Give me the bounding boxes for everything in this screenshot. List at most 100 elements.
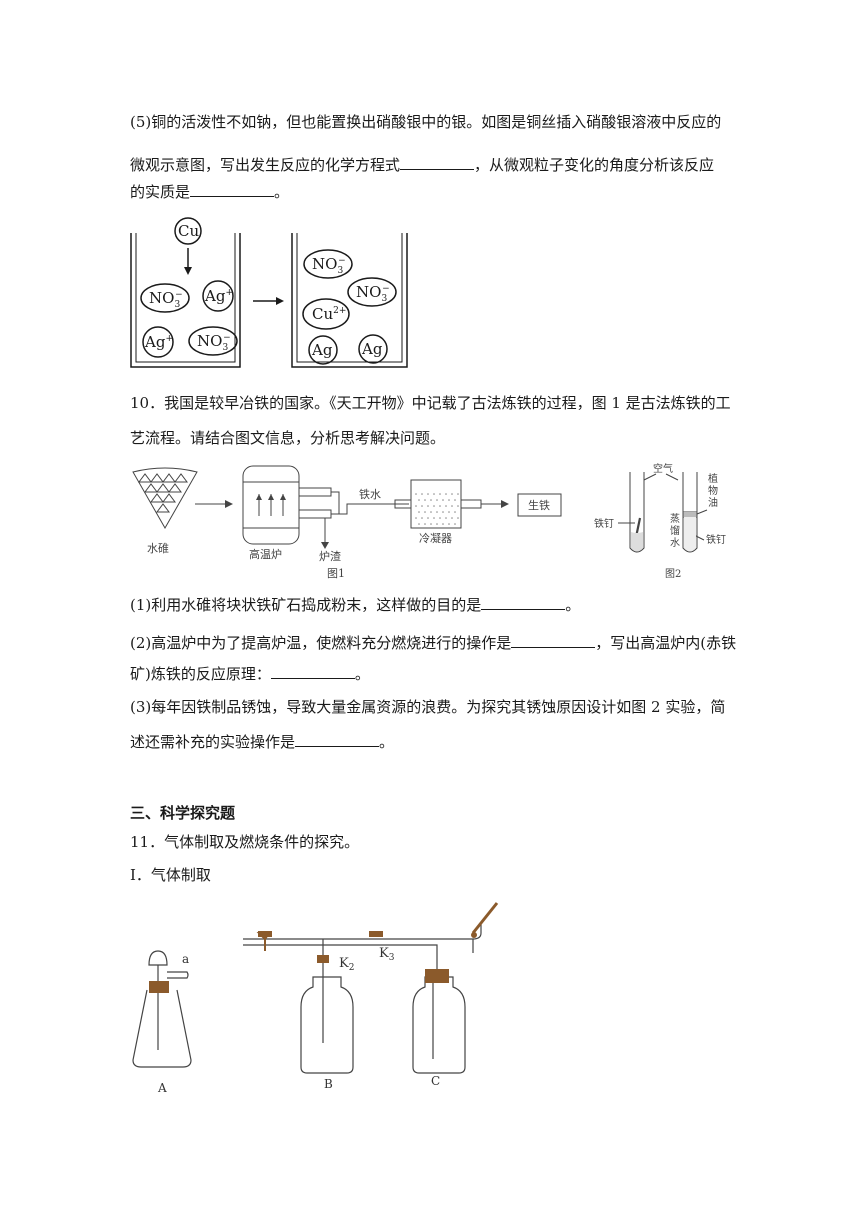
arrow-down-icon xyxy=(184,267,192,275)
q10-intro-line1: 10．我国是较早冶铁的国家。《天工开物》中记载了古法炼铁的过程，图 1 是古法炼… xyxy=(130,394,731,412)
test-tube-left xyxy=(629,472,645,553)
answer-blank-reaction[interactable] xyxy=(270,664,355,679)
flask-a xyxy=(132,989,192,1068)
pig-iron-box xyxy=(517,493,562,517)
q10-sub2-d: 。 xyxy=(354,665,370,683)
q10-sub1-a: (1)利用水碓将块状铁矿石捣成粉末，这样做的目的是 xyxy=(130,596,482,614)
burning-stick-icon xyxy=(471,902,499,934)
oil-label: 物 xyxy=(708,484,718,497)
q10-sub3-line2: 述还需补充的实验操作是 。 xyxy=(130,732,394,752)
air-label: 空气 xyxy=(653,462,673,475)
q11-title: 11．气体制取及燃烧条件的探究。 xyxy=(130,833,360,851)
nitrate-ion xyxy=(188,326,238,356)
condenser-label: 冷凝器 xyxy=(419,531,452,545)
ag-ion-label: Ag+ xyxy=(144,333,173,351)
cu-label: Cu xyxy=(178,222,199,240)
gas-apparatus-diagram: a K2 K3 A B C xyxy=(132,902,499,1095)
label-a-small: a xyxy=(182,952,189,966)
rust-experiment-diagram: 空气 植 物 油 蒸 馏 水 铁钉 铁钉 图2 xyxy=(594,462,726,580)
molten-iron-label: 铁水 xyxy=(359,488,381,501)
q9-5-line3-a: 的实质是 xyxy=(130,183,191,201)
nitrate-ion xyxy=(140,283,190,313)
label-k3: K3 xyxy=(379,946,395,963)
arrow-right-icon xyxy=(225,500,233,508)
q10-intro-line2: 艺流程。请结合图文信息，分析思考解决问题。 xyxy=(130,429,446,447)
furnace-label: 高温炉 xyxy=(249,547,282,561)
condenser-icon xyxy=(410,479,462,529)
beaker-left xyxy=(130,233,241,368)
q10-sub2-b: ，写出高温炉内(赤铁 xyxy=(595,634,737,652)
q10-sub2-c: 矿)炼铁的反应原理： xyxy=(130,665,271,683)
copper-silver-nitrate-diagram: Cu NO3− Ag+ Ag+ NO3− NO3− NO3− Cu2+ Ag A… xyxy=(130,217,408,368)
oil-label: 植 xyxy=(708,472,718,485)
water-label: 蒸 xyxy=(670,513,680,525)
stopper-c xyxy=(425,969,449,983)
clamp-k2-icon xyxy=(317,955,329,963)
slag-label: 炉渣 xyxy=(319,549,341,563)
nail-label-right: 铁钉 xyxy=(706,533,726,546)
no3-label: NO3− xyxy=(197,332,231,353)
nitrate-ion xyxy=(347,277,397,307)
q10-sub3-b: 述还需补充的实验操作是 xyxy=(130,733,296,751)
arrow-down-icon xyxy=(321,542,329,549)
no3-label: NO3− xyxy=(149,289,183,310)
water-label: 水 xyxy=(670,537,680,549)
q9-5-line2-b: ，从微观粒子变化的角度分析该反应 xyxy=(474,156,715,174)
oil-label: 油 xyxy=(708,496,718,509)
shuidui-label: 水碓 xyxy=(147,541,169,555)
ag-atom-label: Ag xyxy=(361,340,383,358)
arrow-right-icon xyxy=(501,500,509,508)
silver-ion xyxy=(142,326,174,358)
nail-label-left: 铁钉 xyxy=(594,517,614,530)
beaker-right xyxy=(291,233,408,368)
figure-1-caption: 图1 xyxy=(327,567,345,580)
q9-5-line3-b: 。 xyxy=(274,183,290,201)
section-heading: 三、科学探究题 xyxy=(130,804,236,822)
copper-ion xyxy=(302,298,350,330)
apparatus-b-label: B xyxy=(324,1077,333,1091)
no3-label: NO3− xyxy=(356,283,390,304)
cu-atom xyxy=(174,217,202,245)
apparatus-a-label: A xyxy=(157,1081,167,1095)
bottle-b xyxy=(300,976,354,1074)
clamp-k3-icon xyxy=(369,931,383,937)
funnel-icon xyxy=(148,950,168,966)
answer-blank-essence[interactable] xyxy=(190,182,275,197)
q9-5-line3: 的实质是 。 xyxy=(130,182,289,202)
water-hammer-icon xyxy=(132,467,198,530)
nitrate-ion xyxy=(303,249,353,279)
q10-sub3-line1: (3)每年因铁制品锈蚀，导致大量金属资源的浪费。为探究其锈蚀原因设计如图 2 实… xyxy=(130,698,726,716)
figure-2-caption: 图2 xyxy=(665,568,681,580)
q10-sub1-b: 。 xyxy=(565,596,581,614)
q10-sub2-a: (2)高温炉中为了提高炉温，使燃料充分燃烧进行的操作是 xyxy=(130,634,512,652)
answer-blank-operation[interactable] xyxy=(511,633,596,648)
answer-blank-purpose[interactable] xyxy=(481,595,566,610)
q9-5-line1: (5)铜的活泼性不如钠，但也能置换出硝酸银中的银。如图是铜丝插入硝酸银溶液中反应… xyxy=(130,113,722,131)
arrow-right-icon xyxy=(276,297,284,305)
condenser-dots xyxy=(415,493,459,525)
answer-blank-equation[interactable] xyxy=(400,155,475,170)
ag-atom-label: Ag xyxy=(311,341,333,359)
q9-5-line2-a: 微观示意图，写出发生反应的化学方程式 xyxy=(130,156,401,174)
clamp-icon xyxy=(258,931,272,937)
silver-atom xyxy=(308,335,338,365)
cu2-label: Cu2+ xyxy=(312,305,346,323)
pig-iron-label: 生铁 xyxy=(528,498,550,512)
test-tube-right xyxy=(682,472,698,553)
label-k2: K2 xyxy=(339,956,354,973)
q9-5-line2: 微观示意图，写出发生反应的化学方程式 ，从微观粒子变化的角度分析该反应 xyxy=(130,155,714,175)
q11-part1: Ⅰ．气体制取 xyxy=(130,866,211,884)
answer-blank-supplement[interactable] xyxy=(295,732,380,747)
q10-sub1: (1)利用水碓将块状铁矿石捣成粉末，这样做的目的是 。 xyxy=(130,595,580,615)
water-label: 馏 xyxy=(670,524,680,537)
silver-atom xyxy=(358,334,388,364)
iron-smelting-flow-diagram: 水碓 高温炉 炉渣 铁水 冷凝器 生铁 图1 xyxy=(132,465,562,580)
bottle-c xyxy=(412,976,466,1074)
ag-ion-label: Ag+ xyxy=(204,287,233,305)
q10-sub2-line1: (2)高温炉中为了提高炉温，使燃料充分燃烧进行的操作是 ，写出高温炉内(赤铁 xyxy=(130,633,736,653)
q10-sub3-c: 。 xyxy=(379,733,395,751)
no3-label: NO3− xyxy=(312,255,346,276)
furnace-icon xyxy=(242,465,300,545)
q10-sub2-line2: 矿)炼铁的反应原理： 。 xyxy=(130,664,370,684)
apparatus-c-label: C xyxy=(431,1074,440,1088)
